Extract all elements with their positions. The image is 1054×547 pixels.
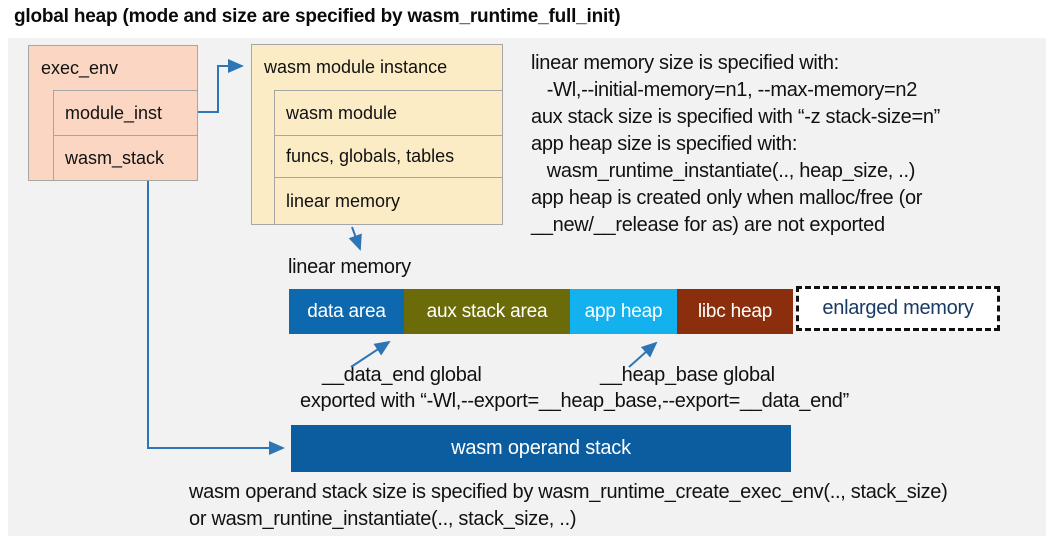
exported-with-note: exported with “-Wl,--export=__heap_base,… — [300, 390, 849, 412]
app-heap-segment: app heap — [570, 289, 677, 334]
wasm-module-label: wasm module — [286, 102, 398, 123]
note-line: or wasm_runtine_instantiate(.., stack_si… — [189, 508, 577, 530]
exec-env-label: exec_env — [41, 57, 119, 78]
note-line: __new/__release for as) are not exported — [531, 214, 885, 236]
note-line: wasm operand stack size is specified by … — [189, 481, 948, 503]
enlarged-memory-segment: enlarged memory — [796, 286, 1000, 331]
heap-base-global-label: __heap_base global — [600, 364, 775, 386]
operand-stack-notes: wasm operand stack size is specified by … — [189, 479, 948, 533]
note-line: -Wl,--initial-memory=n1, --max-memory=n2 — [531, 79, 918, 101]
wasm-stack-box: wasm_stack — [53, 135, 198, 181]
wasm-module-box: wasm module — [274, 90, 503, 136]
funcs-globals-tables-label: funcs, globals, tables — [286, 146, 455, 166]
note-line: app heap size is specified with: — [531, 133, 798, 155]
module-inst-box: module_inst — [53, 90, 198, 136]
aux-stack-area-segment: aux stack area — [404, 289, 570, 334]
module-inst-label: module_inst — [65, 102, 163, 123]
note-line: linear memory size is specified with: — [531, 52, 839, 74]
wasm-operand-stack-bar: wasm operand stack — [291, 425, 791, 472]
wasm-module-instance-label: wasm module instance — [264, 56, 448, 77]
diagram-title: global heap (mode and size are specified… — [14, 6, 621, 27]
linear-memory-bar-label: linear memory — [288, 256, 411, 278]
linear-memory-row-label: linear memory — [286, 190, 401, 211]
memory-size-notes: linear memory size is specified with: -W… — [531, 50, 940, 239]
data-end-global-label: __data_end global — [322, 364, 482, 386]
note-line: wasm_runtime_instantiate(.., heap_size, … — [531, 160, 916, 182]
linear-memory-row-box: linear memory — [274, 177, 503, 225]
funcs-globals-tables-box: funcs, globals, tables — [274, 135, 503, 178]
note-line: app heap is created only when malloc/fre… — [531, 187, 923, 209]
note-line: aux stack size is specified with “-z sta… — [531, 106, 941, 128]
data-area-segment: data area — [289, 289, 404, 334]
wasm-stack-label: wasm_stack — [65, 147, 165, 168]
libc-heap-segment: libc heap — [677, 289, 793, 334]
